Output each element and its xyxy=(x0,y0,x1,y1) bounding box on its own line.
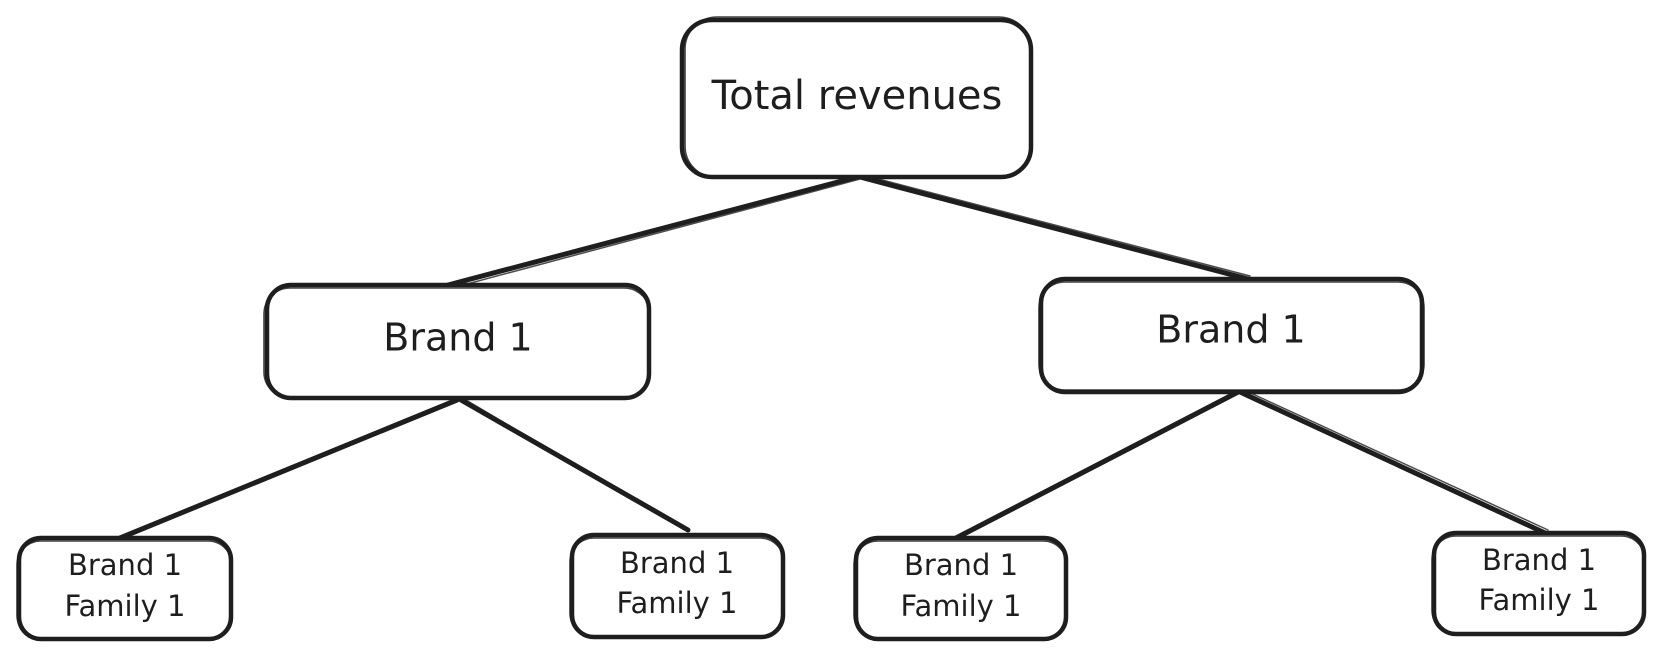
family-node-3-line2: Family 1 xyxy=(901,589,1022,623)
root-node: Total revenues xyxy=(679,16,1034,180)
edge-brand-left-to-family-1-sketch xyxy=(123,397,461,537)
edge-brand-left-to-family-2-sketch xyxy=(465,399,683,529)
brand-node-right-label: Brand 1 xyxy=(1156,308,1305,352)
brand-node-right-box xyxy=(1038,276,1425,395)
edge-root-to-brand-left xyxy=(445,174,860,288)
family-node-3: Brand 1 Family 1 xyxy=(853,535,1069,642)
edge-brand-right-to-family-4 xyxy=(1237,389,1548,536)
edge-root-to-brand-right-sketch xyxy=(862,174,1251,277)
brand-node-left-box-sketch xyxy=(263,287,651,399)
brand-node-right: Brand 1 xyxy=(1038,276,1425,395)
brand-node-left-label: Brand 1 xyxy=(383,316,532,360)
edge-root-to-brand-left-sketch xyxy=(451,178,861,289)
family-node-1: Brand 1 Family 1 xyxy=(16,535,234,642)
family-node-4: Brand 1 Family 1 xyxy=(1431,530,1647,637)
family-node-4-line2: Family 1 xyxy=(1479,583,1600,617)
family-node-3-box-sketch xyxy=(853,540,1068,640)
edge-brand-right-to-family-3 xyxy=(953,389,1241,541)
family-node-2-line1: Brand 1 xyxy=(620,546,734,580)
brand-node-right-box-sketch xyxy=(1038,281,1425,391)
family-node-2-line2: Family 1 xyxy=(617,586,738,620)
edge-brand-right-to-family-4-sketch xyxy=(1243,389,1549,531)
family-node-2-box-sketch xyxy=(569,537,785,638)
edge-root-to-brand-right xyxy=(857,174,1251,282)
family-node-1-line2: Family 1 xyxy=(65,589,186,623)
family-node-4-line1: Brand 1 xyxy=(1482,543,1596,577)
root-node-box-sketch xyxy=(684,16,1032,179)
root-node-label: Total revenues xyxy=(711,73,1003,119)
family-node-1-line1: Brand 1 xyxy=(68,548,182,582)
family-node-2: Brand 1 Family 1 xyxy=(569,532,786,640)
family-node-4-box-sketch xyxy=(1431,535,1646,635)
family-node-3-line1: Brand 1 xyxy=(904,548,1018,582)
connectors xyxy=(117,174,1549,541)
family-node-1-box-sketch xyxy=(16,540,233,640)
edge-brand-right-to-family-3-sketch xyxy=(959,391,1243,539)
brand-node-left: Brand 1 xyxy=(263,282,652,401)
